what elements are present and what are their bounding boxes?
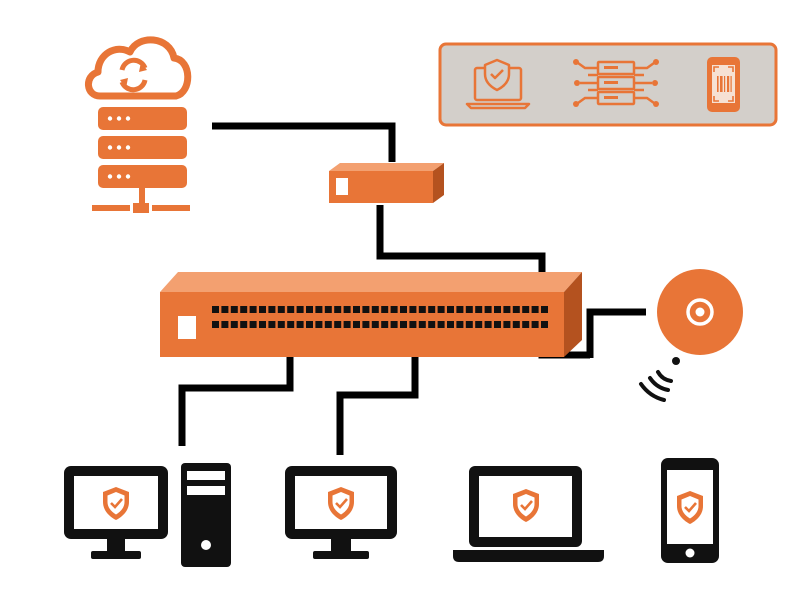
switch-port xyxy=(296,306,304,313)
switch-port xyxy=(494,321,501,328)
switch-port xyxy=(287,321,295,328)
switch-port xyxy=(390,321,398,328)
switch-port xyxy=(343,306,351,313)
switch-port xyxy=(531,321,539,328)
switch-port xyxy=(522,321,530,328)
switch-port xyxy=(221,321,229,328)
cloud-sync-icon xyxy=(85,36,192,100)
switch-port xyxy=(259,306,266,313)
switch-port xyxy=(475,306,483,313)
desktop-tower xyxy=(181,463,231,567)
link-switch-to-access-point xyxy=(586,308,646,358)
switch-label-plate xyxy=(178,316,196,339)
switch-port xyxy=(230,321,238,328)
cloud-server xyxy=(85,36,192,213)
switch-port xyxy=(362,321,370,328)
switch-port xyxy=(249,306,257,313)
switch-port xyxy=(465,306,473,313)
link-switch-to-monitor xyxy=(336,325,419,455)
switch-port xyxy=(334,321,342,328)
switch-port xyxy=(277,306,285,313)
router-box xyxy=(329,163,444,203)
device-shields xyxy=(103,487,703,524)
wifi-signal-icon xyxy=(639,357,680,402)
switch-port xyxy=(512,321,520,328)
switch-port xyxy=(409,321,417,328)
switch-port xyxy=(531,306,539,313)
switch-port xyxy=(494,306,501,313)
switch-port xyxy=(447,306,454,313)
shield-check-icon xyxy=(513,489,539,522)
switch-port xyxy=(400,321,407,328)
switch-port xyxy=(381,321,389,328)
switch-port xyxy=(512,306,520,313)
switch-port xyxy=(400,306,407,313)
desktop-pc xyxy=(64,463,231,567)
device-legend-panel xyxy=(438,42,778,127)
switch-port xyxy=(371,321,379,328)
switch-port xyxy=(268,321,276,328)
switch-ports xyxy=(212,306,548,328)
switch-port xyxy=(287,306,295,313)
network-switch xyxy=(160,272,582,357)
switch-port xyxy=(475,321,483,328)
switch-port xyxy=(296,321,304,328)
switch-port xyxy=(371,306,379,313)
switch-port xyxy=(541,306,548,313)
switch-port xyxy=(437,306,445,313)
access-point xyxy=(657,269,743,355)
switch-port xyxy=(456,306,464,313)
laptop-shield-icon xyxy=(465,58,531,110)
switch-port xyxy=(503,306,511,313)
desktop-monitor xyxy=(64,466,168,559)
switch-port xyxy=(541,321,548,328)
switch-port xyxy=(447,321,454,328)
switch-port xyxy=(324,321,332,328)
switch-port xyxy=(409,306,417,313)
shield-check-icon xyxy=(328,487,354,520)
switch-port xyxy=(437,321,445,328)
switch-port xyxy=(428,321,436,328)
switch-port xyxy=(240,321,248,328)
switch-port xyxy=(484,321,492,328)
switch-port xyxy=(212,321,219,328)
switch-port xyxy=(277,321,285,328)
switch-port xyxy=(484,306,492,313)
switch-port xyxy=(315,321,323,328)
switch-port xyxy=(353,306,360,313)
switch-port xyxy=(381,306,389,313)
server-network-icon xyxy=(573,59,659,107)
switch-port xyxy=(230,306,238,313)
switch-port xyxy=(428,306,436,313)
phone-scan-icon xyxy=(707,57,740,112)
switch-port xyxy=(315,306,323,313)
switch-port xyxy=(306,306,313,313)
server-rack-icon xyxy=(92,107,190,213)
switch-port xyxy=(212,306,219,313)
switch-port xyxy=(418,321,426,328)
switch-port xyxy=(522,306,530,313)
shield-check-icon xyxy=(103,487,129,520)
switch-port xyxy=(259,321,266,328)
switch-port xyxy=(268,306,276,313)
switch-port xyxy=(465,321,473,328)
switch-port xyxy=(306,321,313,328)
switch-port xyxy=(324,306,332,313)
switch-port xyxy=(418,306,426,313)
switch-port xyxy=(362,306,370,313)
switch-port xyxy=(456,321,464,328)
switch-port xyxy=(221,306,229,313)
switch-port xyxy=(390,306,398,313)
switch-port xyxy=(334,306,342,313)
link-cloud-server-to-router xyxy=(212,122,396,162)
shield-check-icon xyxy=(677,491,703,524)
switch-port xyxy=(249,321,257,328)
switch-port xyxy=(343,321,351,328)
switch-port xyxy=(353,321,360,328)
switch-port xyxy=(503,321,511,328)
switch-port xyxy=(240,306,248,313)
